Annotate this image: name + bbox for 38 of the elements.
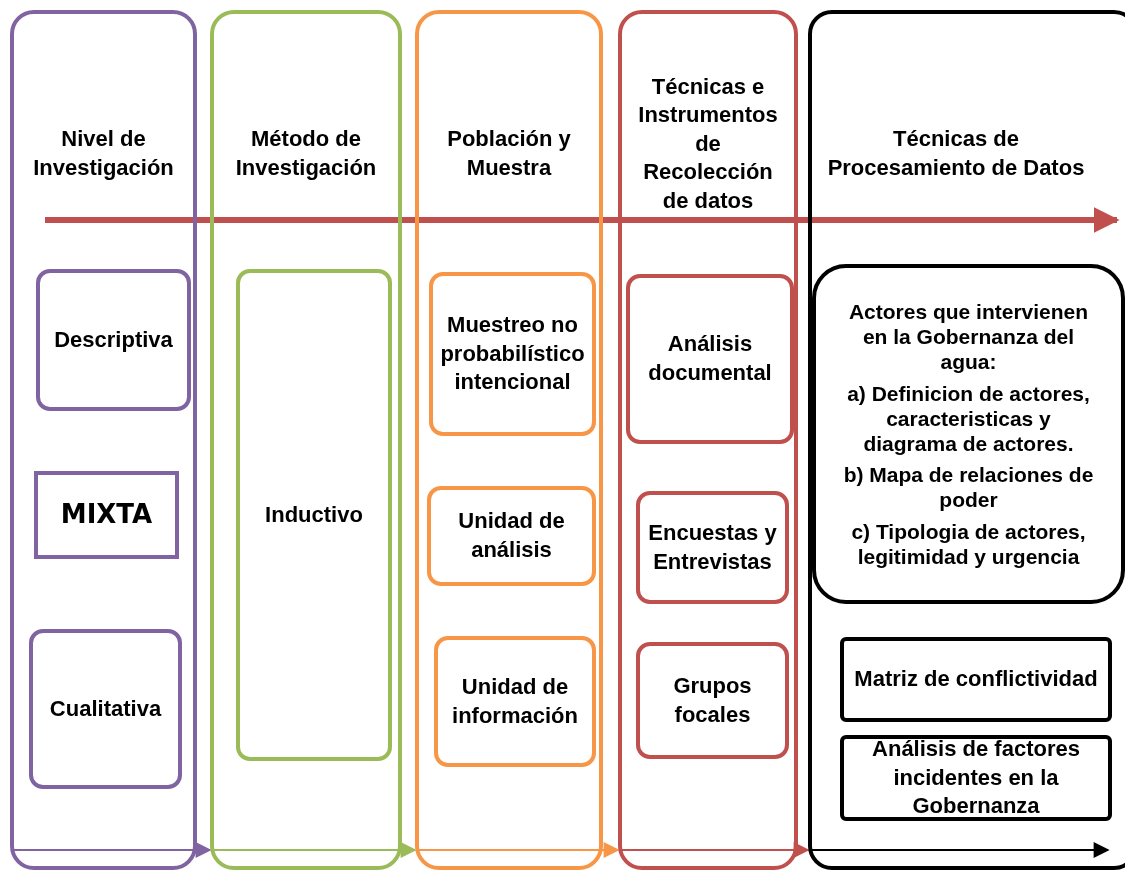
box-text: Unidad de información [451, 672, 579, 730]
text-box [29, 629, 182, 789]
box-text: Unidad de análisis [457, 507, 566, 564]
column-heading: Población y Muestra [446, 125, 572, 182]
column-heading: Técnicas e Instrumentos de Recolección de datos [637, 72, 779, 215]
column-panel [415, 10, 603, 870]
column-panel [808, 10, 1125, 870]
column-heading: Nivel de Investigación [32, 125, 175, 182]
text-box [34, 471, 179, 559]
box-text: a) Definicion de actores, caracteristicas y diagrama de actores. [846, 380, 1091, 457]
box-text: Cualitativa [49, 694, 162, 723]
text-box [840, 735, 1112, 821]
box-text: Encuestas y Entrevistas [647, 518, 778, 576]
box-text: MIXTA [60, 498, 153, 532]
box-text: Análisis de factores incidentes en la Gobernanza [871, 735, 1081, 821]
box-text: Actores que intervienen en la Gobernanza del agua: [847, 299, 1090, 375]
text-box [626, 274, 794, 444]
text-box [236, 269, 392, 761]
text-box [812, 264, 1125, 604]
text-box [434, 636, 596, 767]
box-text: c) Tipologia de actores, legitimidad y urgencia [850, 518, 1087, 569]
box-text: Análisis documental [647, 330, 773, 387]
box-text: Descriptiva [54, 325, 173, 354]
column-heading: Técnicas de Procesamiento de Datos [826, 125, 1086, 182]
column-heading: Método de Investigación [234, 125, 378, 182]
text-box [636, 642, 789, 759]
column-panel [618, 10, 798, 870]
box-text: Inductivo [265, 500, 363, 529]
text-box [429, 272, 596, 436]
column-panel [10, 10, 197, 870]
text-box [636, 491, 789, 604]
box-text: Grupos focales [672, 671, 753, 729]
column-panel [210, 10, 402, 870]
text-box [840, 637, 1112, 722]
box-text: Muestreo no probabilístico intencional [439, 311, 586, 397]
box-text: Matriz de conflictividad [854, 665, 1098, 694]
text-box [36, 269, 191, 411]
text-box [427, 486, 596, 586]
